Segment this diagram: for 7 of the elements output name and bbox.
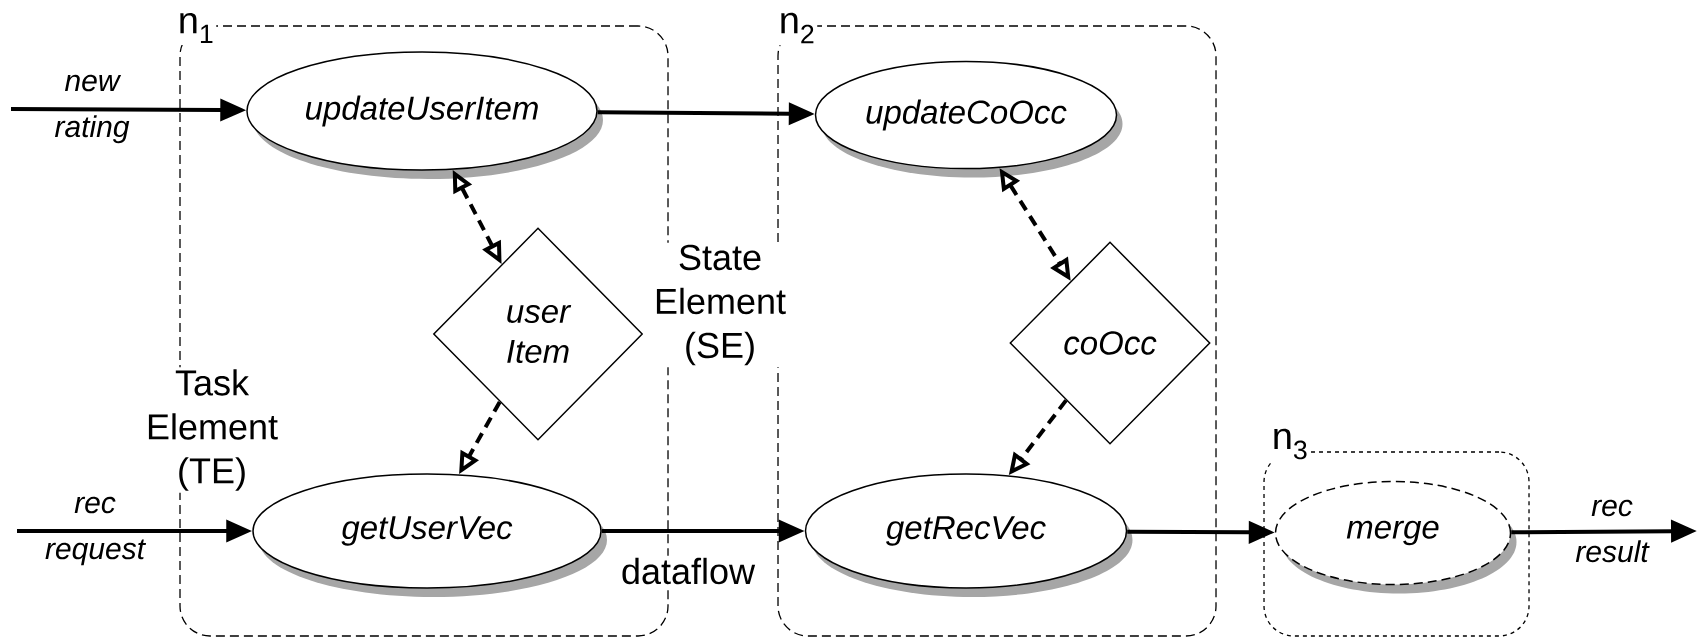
annotation-text: State Element (SE) [643,242,797,368]
edge-label: new rating [55,74,130,144]
edge-label: rec request [45,496,147,566]
node-label: n [1274,428,1291,450]
annotation-text: Task Element (TE) [135,367,289,493]
annotation-text: dataflow [618,555,758,587]
edge-label: rec result [1575,499,1650,563]
